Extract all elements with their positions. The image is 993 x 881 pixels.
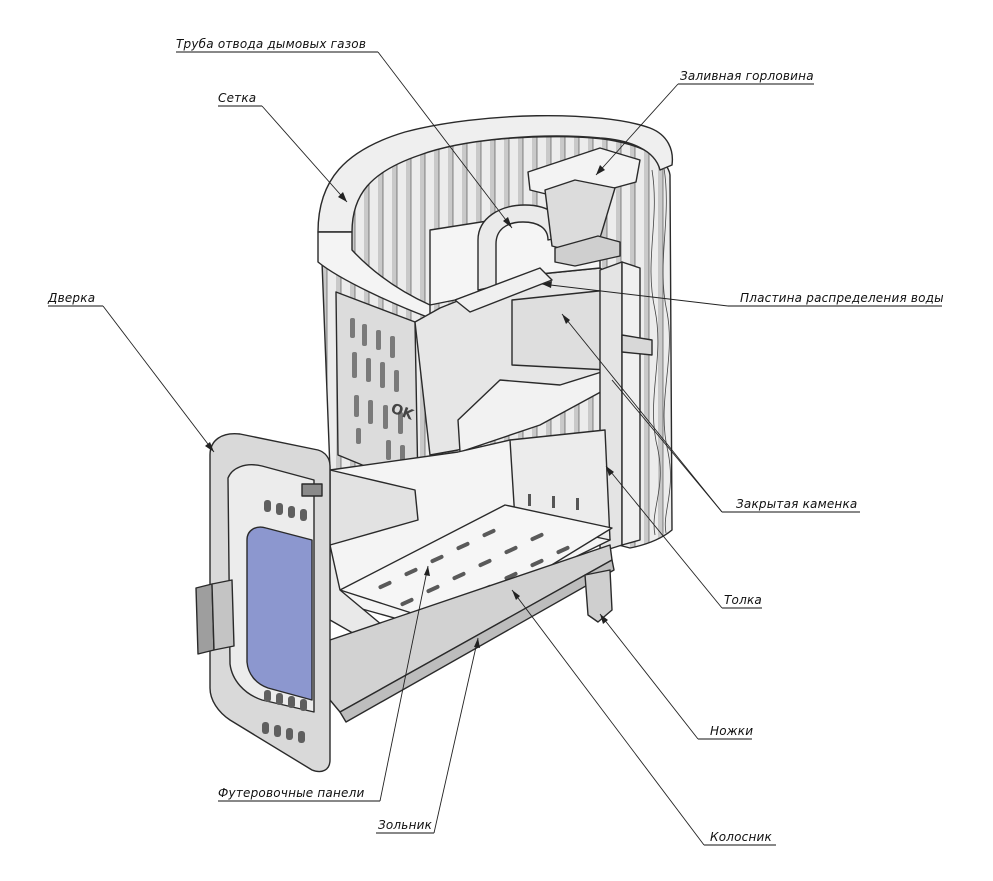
label-grate: Колосник xyxy=(710,830,772,844)
label-legs: Ножки xyxy=(710,724,754,738)
label-mesh: Сетка xyxy=(218,91,257,105)
door-glass xyxy=(246,526,313,701)
side-panel: OK xyxy=(335,291,419,489)
leader-lines xyxy=(48,51,942,846)
label-filling-neck: Заливная горловина xyxy=(680,69,814,83)
label-water-plate: Пластина распределения воды xyxy=(740,291,944,305)
door xyxy=(195,433,331,773)
label-smoke-pipe: Труба отвода дымовых газов xyxy=(176,37,367,51)
label-ash-pan: Зольник xyxy=(378,818,433,832)
upper-chamber xyxy=(414,204,611,456)
label-tolka: Толка xyxy=(724,593,762,607)
label-door: Дверка xyxy=(48,291,96,305)
firebox xyxy=(329,429,615,723)
label-closed-heater: Закрытая каменка xyxy=(736,497,858,511)
label-lining-panels: Футеровочные панели xyxy=(218,786,365,800)
filling-neck xyxy=(527,147,641,267)
svg-text:OK: OK xyxy=(389,401,417,424)
